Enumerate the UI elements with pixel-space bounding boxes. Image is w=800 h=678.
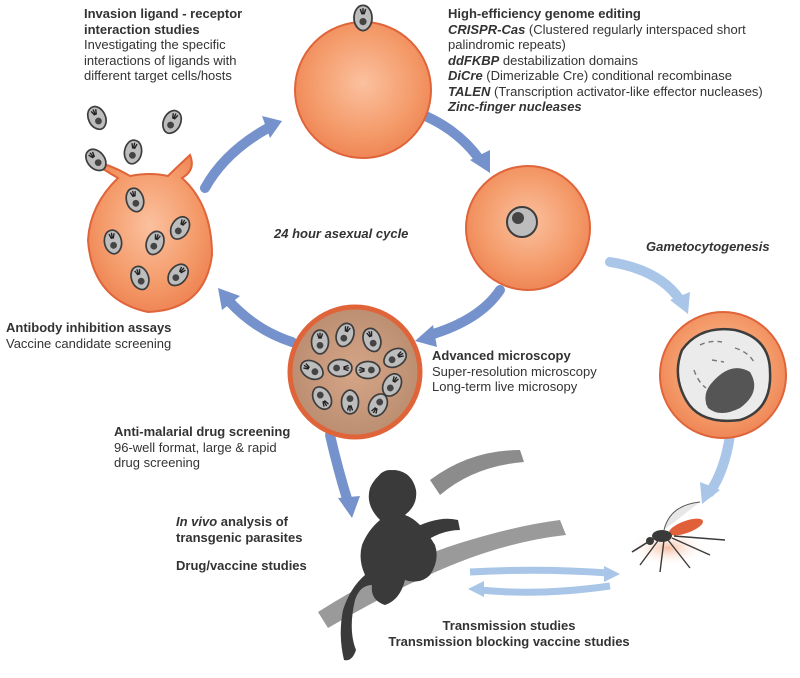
drug-line1: 96-well format, large & rapid	[114, 439, 277, 455]
invivo-italic: In vivo	[176, 514, 218, 529]
ring-stage-icon	[506, 206, 538, 238]
transmission-block: Transmission studies Transmission blocki…	[375, 618, 643, 649]
invasion-title-line1: Invasion ligand - receptor	[84, 6, 243, 21]
genome-editing-block: High-efficiency genome editing CRISPR-Ca…	[448, 6, 763, 115]
sexual-arrows	[468, 257, 735, 597]
ddfkbp-desc: destabilization domains	[499, 52, 639, 68]
crispr-line: CRISPR-Cas (Clustered regularly interspa…	[448, 22, 763, 38]
ddfkbp-line: ddFKBP destabilization domains	[448, 53, 763, 69]
zinc-line: Zinc-finger nucleases	[448, 99, 763, 115]
invivo-line1: In vivo analysis of	[176, 514, 307, 530]
ring-stage-cell	[465, 165, 591, 291]
invasion-line2: interactions of ligands with	[84, 52, 237, 68]
gametocyte-cell	[659, 311, 787, 439]
drug-line2: drug screening	[114, 455, 200, 470]
zinc-term: Zinc-finger nucleases	[448, 99, 582, 114]
invivo-line2: transgenic parasites	[176, 529, 303, 545]
invivo-block: In vivo analysis of transgenic parasites…	[176, 514, 307, 574]
antibody-title: Antibody inhibition assays	[6, 320, 172, 335]
transmission-line2: Transmission blocking vaccine studies	[388, 633, 630, 649]
microscopy-block: Advanced microscopy Super-resolution mic…	[432, 348, 597, 395]
cycle-label: 24 hour asexual cycle	[274, 226, 409, 241]
gametocyte-icon	[676, 327, 772, 422]
drug-title: Anti-malarial drug screening	[114, 424, 291, 439]
crispr-desc: (Clustered regularly interspaced short	[525, 21, 746, 37]
transmission-line1: Transmission studies	[442, 618, 576, 633]
invasion-line3: different target cells/hosts	[84, 68, 232, 83]
dicre-line: DiCre (Dimerizable Cre) conditional reco…	[448, 68, 763, 84]
dicre-term: DiCre	[448, 68, 483, 83]
dicre-desc: (Dimerizable Cre) conditional recombinas…	[482, 68, 732, 83]
antibody-line1: Vaccine candidate screening	[6, 335, 172, 351]
crispr-line2: palindromic repeats)	[448, 37, 566, 52]
merozoite-icon	[353, 4, 373, 32]
monkey-icon	[318, 450, 566, 661]
antibody-block: Antibody inhibition assays Vaccine candi…	[6, 320, 171, 351]
gametocytogenesis-label: Gametocytogenesis	[646, 239, 770, 254]
drug-block: Anti-malarial drug screening 96-well for…	[114, 424, 290, 471]
talen-term: TALEN	[448, 83, 491, 99]
microscopy-title: Advanced microscopy	[432, 348, 571, 363]
schizont-cell	[287, 304, 423, 440]
invasion-block: Invasion ligand - receptor interaction s…	[84, 6, 242, 84]
bursting-cell	[80, 102, 214, 314]
crispr-term: CRISPR-Cas	[448, 21, 526, 37]
invasion-title-line2: interaction studies	[84, 21, 200, 37]
invivo-studies: Drug/vaccine studies	[176, 558, 307, 573]
mosquito-icon	[628, 501, 726, 573]
talen-desc: (Transcription activator-like effector n…	[490, 83, 763, 99]
invivo-rest: analysis of	[217, 514, 288, 529]
ddfkbp-term: ddFKBP	[448, 52, 500, 68]
genome-title: High-efficiency genome editing	[448, 6, 641, 21]
talen-line: TALEN (Transcription activator-like effe…	[448, 84, 763, 100]
top-red-blood-cell	[294, 4, 432, 159]
invasion-line1: Investigating the specific	[84, 37, 226, 52]
microscopy-line2: Long-term live microsopy	[432, 379, 578, 394]
microscopy-line1: Super-resolution microscopy	[432, 363, 597, 379]
